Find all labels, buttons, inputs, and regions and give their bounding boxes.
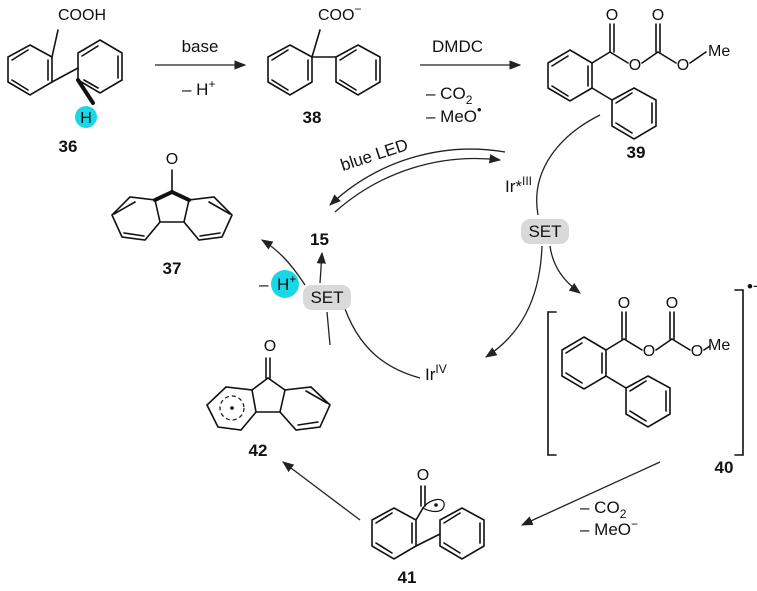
svg-text:O: O xyxy=(629,57,641,74)
cooh-label: COOH xyxy=(58,7,106,24)
compound-40: •− O O O O Me 40 xyxy=(547,277,757,477)
benzene-ring xyxy=(547,49,593,102)
svg-text:O: O xyxy=(643,343,655,360)
compound-number-40: 40 xyxy=(715,458,734,477)
minus-meo-radical-label: – MeO xyxy=(426,107,477,126)
radical-dot xyxy=(230,406,234,410)
compound-number-37: 37 xyxy=(163,259,182,278)
compound-number-36: 36 xyxy=(59,137,78,156)
svg-text:– MeO•: – MeO• xyxy=(426,102,482,126)
compound-number-38: 38 xyxy=(303,108,322,127)
radical-orbital xyxy=(422,498,445,513)
set-badge-left xyxy=(303,285,351,310)
benzene-ring xyxy=(561,336,607,390)
arrow-step-3: – CO2 – MeO− xyxy=(520,461,661,539)
hydrogen-label: H xyxy=(80,110,92,127)
svg-text:–: – xyxy=(259,275,269,294)
ir-oxidized-label: Ir xyxy=(425,365,436,384)
hydrogen-highlight xyxy=(75,106,97,128)
benzene-ring xyxy=(371,507,417,560)
svg-text:SET: SET xyxy=(310,288,343,307)
benzene-ring xyxy=(7,44,53,96)
negative-charge: − xyxy=(354,2,361,16)
compound-42: O 42 xyxy=(206,338,331,460)
benzo-ring-right xyxy=(279,386,331,431)
phenyl-ring xyxy=(77,39,123,94)
svg-text:O: O xyxy=(652,7,664,24)
radical-anion-mark: •− xyxy=(747,277,757,296)
radical-ring-left xyxy=(206,386,257,431)
bracket-right xyxy=(734,289,744,456)
c-h-bond xyxy=(76,78,95,105)
phenyl-ring xyxy=(439,507,485,560)
blue-led-label: blue LED xyxy=(338,135,410,175)
compound-39: O O O O Me 39 xyxy=(547,7,730,162)
methyl-label: Me xyxy=(708,337,730,354)
compound-38: COO− 38 xyxy=(267,2,381,127)
svg-text:O: O xyxy=(264,338,276,355)
svg-text:O: O xyxy=(166,151,178,168)
dmdc-label: DMDC xyxy=(432,37,483,56)
svg-text:IrIV: IrIV xyxy=(425,362,447,384)
benzene-ring xyxy=(267,44,313,96)
base-label: base xyxy=(182,37,219,56)
svg-text:COO−: COO− xyxy=(318,2,361,24)
svg-text:O: O xyxy=(691,343,703,360)
svg-text:SET: SET xyxy=(528,222,561,241)
svg-text:O: O xyxy=(606,7,618,24)
bracket-left xyxy=(547,311,557,456)
svg-text:Ir*III: Ir*III xyxy=(505,174,532,196)
compound-number-39: 39 xyxy=(627,143,646,162)
ir-excited-label: Ir* xyxy=(505,177,522,196)
compound-number-15: 15 xyxy=(310,230,329,249)
minus-co2-label: – CO xyxy=(426,84,466,103)
svg-text:O: O xyxy=(618,295,630,312)
quench-arrow xyxy=(329,148,506,206)
proton-highlight xyxy=(271,270,299,298)
compound-36: COOH H 36 xyxy=(7,7,123,156)
set-badge-right xyxy=(521,219,569,244)
minus-h-label: – H xyxy=(182,80,208,99)
arrow-to-15 xyxy=(316,251,326,284)
svg-text:O: O xyxy=(417,467,429,484)
phenyl-ring xyxy=(625,375,671,428)
compound-number-41: 41 xyxy=(398,568,417,587)
radical-dot xyxy=(434,503,438,507)
svg-text:O: O xyxy=(677,57,689,74)
phenyl-ring xyxy=(611,87,657,140)
compound-number-42: 42 xyxy=(249,441,268,460)
catalyst-arc-right xyxy=(485,245,543,358)
compound-37: O 37 xyxy=(111,151,233,278)
benzo-ring-right xyxy=(183,196,233,241)
arrow-to-37 xyxy=(261,239,306,286)
photocatalytic-cycle: blue LED Ir*III SET IrIV SET – H+ 15 xyxy=(259,114,601,384)
svg-text:O: O xyxy=(666,295,678,312)
minus-meo-anion-label: – MeO xyxy=(580,520,631,539)
compound-41: O 41 xyxy=(371,467,485,587)
arrow-step-2: DMDC – CO2 – MeO• xyxy=(420,37,522,126)
left-set-stem xyxy=(326,311,331,346)
svg-text:H+: H+ xyxy=(277,272,296,294)
svg-text:– CO2: – CO2 xyxy=(580,498,627,521)
set-product-arrow xyxy=(549,245,581,294)
minus-co2-label: – CO xyxy=(580,498,620,517)
excitation-arrow xyxy=(334,154,502,213)
electron-transfer-arc xyxy=(536,114,601,216)
catalyst-arc-left xyxy=(341,299,421,379)
svg-text:– H+: – H+ xyxy=(182,77,215,99)
methyl-label: Me xyxy=(708,43,730,60)
phenyl-ring xyxy=(335,44,381,96)
arrow-41-to-42 xyxy=(282,461,361,521)
proton-label: H xyxy=(277,275,289,294)
svg-text:– MeO−: – MeO− xyxy=(580,517,638,539)
carboxylate-label: COO xyxy=(318,7,354,24)
plus-charge: + xyxy=(208,77,215,91)
arrow-step-1: base – H+ xyxy=(155,37,247,99)
benzo-ring-left xyxy=(111,196,161,241)
svg-text:– CO2: – CO2 xyxy=(426,84,473,107)
